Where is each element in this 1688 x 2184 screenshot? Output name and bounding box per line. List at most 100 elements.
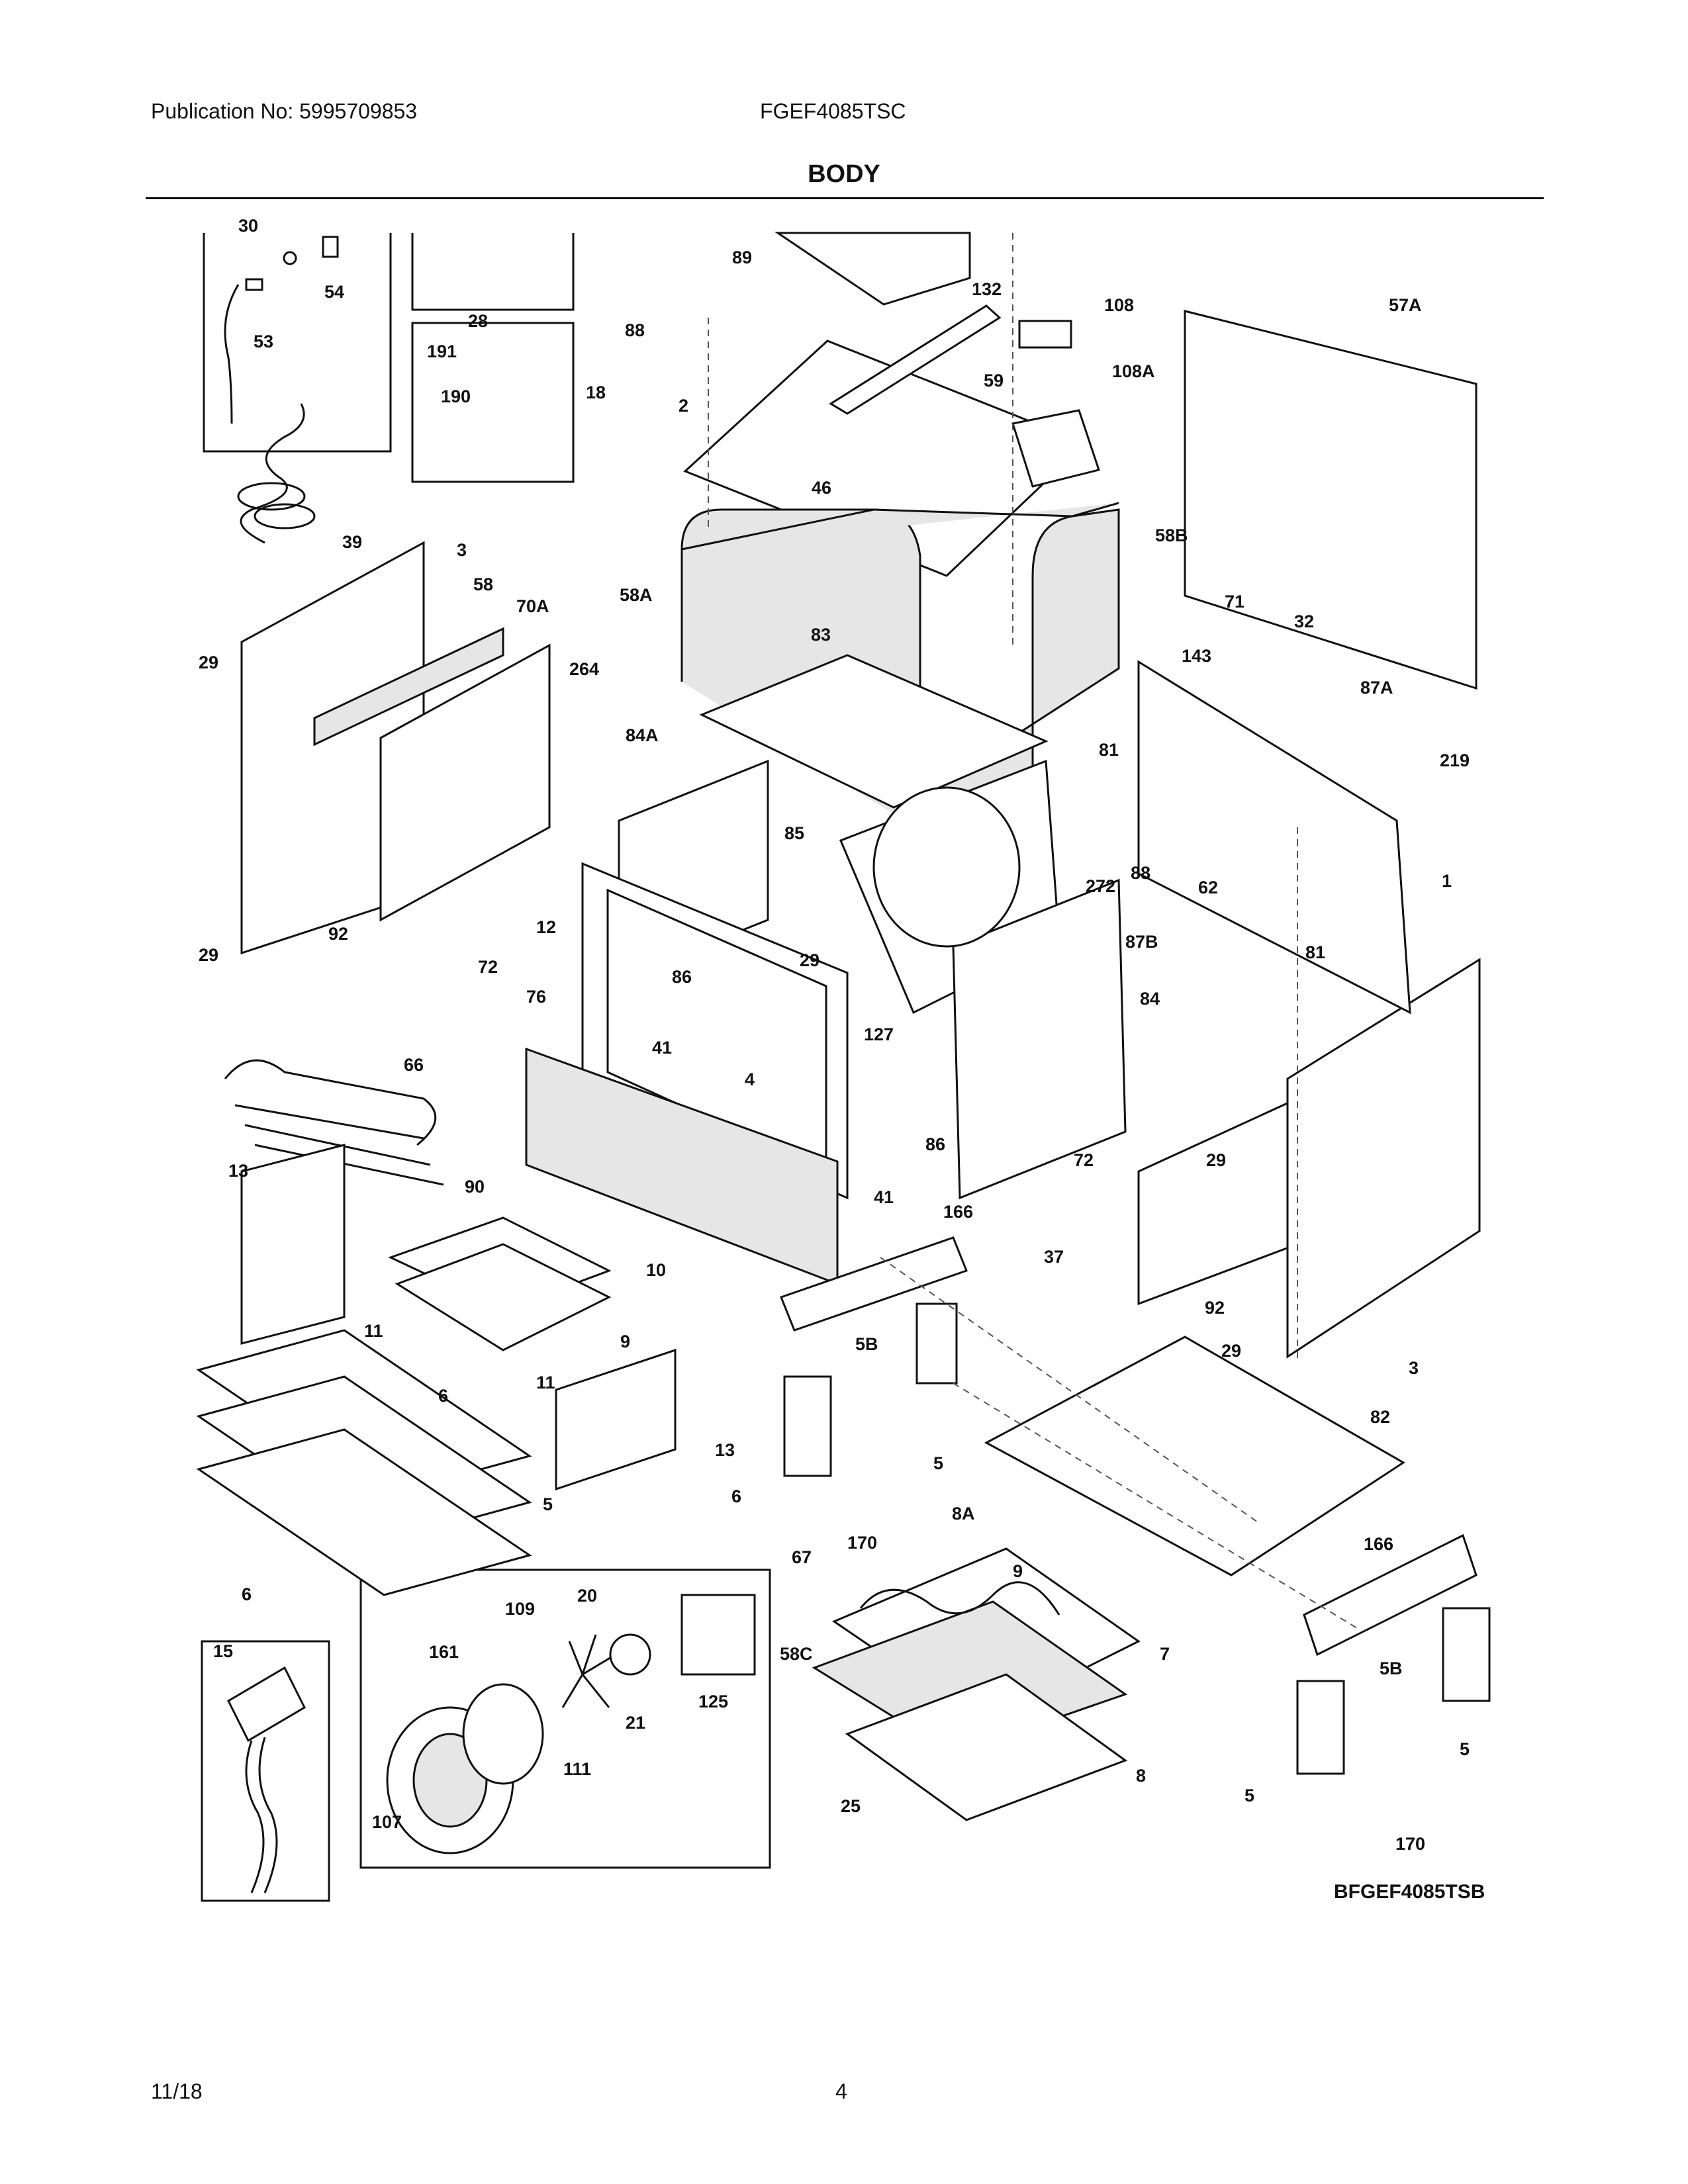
callout: 12: [536, 917, 556, 937]
callout: 11: [364, 1321, 383, 1341]
callout: 11: [536, 1373, 555, 1392]
callout: 108: [1104, 295, 1134, 315]
callout: 6: [731, 1486, 741, 1506]
callout: 46: [812, 478, 831, 498]
callout: 5B: [855, 1334, 878, 1354]
callout: 53: [254, 332, 273, 351]
callout: 87A: [1360, 678, 1393, 698]
callout: 29: [199, 945, 218, 965]
callout: 13: [228, 1161, 248, 1181]
callout: 5: [1244, 1786, 1254, 1805]
back-panel-part: [1137, 310, 1477, 1015]
callout: 10: [646, 1260, 666, 1280]
callout: 81: [1305, 942, 1325, 962]
callout: 66: [404, 1055, 424, 1075]
callout: 3: [1409, 1358, 1419, 1378]
callout: 88: [1131, 863, 1150, 883]
callout: 72: [478, 957, 498, 977]
callout: 5B: [1380, 1659, 1403, 1678]
callout: 92: [328, 924, 348, 944]
callout: 132: [972, 279, 1002, 299]
callout: 29: [1221, 1341, 1241, 1361]
callout: 219: [1440, 751, 1470, 770]
callout: 190: [441, 387, 471, 406]
callout: 15: [213, 1641, 233, 1661]
callout: 143: [1182, 646, 1211, 666]
callout: 127: [864, 1024, 894, 1044]
callout: 161: [429, 1642, 459, 1662]
broil-pan-part: [388, 1216, 612, 1351]
callout: 29: [1206, 1150, 1226, 1170]
callout: 84A: [626, 725, 659, 745]
callout: 88: [625, 320, 645, 340]
callout: 29: [800, 950, 820, 970]
callout-labels: 30 54 53 28 191 190 39 89 88 18 2 132 59…: [199, 216, 1470, 1854]
callout: 3: [457, 540, 467, 560]
callout: 58B: [1155, 525, 1188, 545]
callout: 9: [620, 1332, 630, 1351]
callout: 83: [811, 625, 831, 645]
callout: 7: [1160, 1644, 1170, 1664]
callout: 1: [1442, 871, 1452, 891]
callout: 25: [841, 1796, 861, 1816]
callout: 82: [1370, 1407, 1390, 1427]
power-cord-part: [224, 236, 339, 544]
callout: 108A: [1112, 361, 1155, 381]
diagram-reference: BFGEF4085TSB: [1334, 1881, 1485, 1903]
callout: 72: [1074, 1150, 1094, 1170]
page-number: 4: [835, 2079, 847, 2103]
callout: 8A: [952, 1504, 975, 1524]
publication-number: Publication No: 5995709853: [151, 99, 418, 123]
callout: 8: [1136, 1766, 1146, 1786]
callout: 39: [342, 532, 362, 552]
callout: 111: [563, 1759, 591, 1779]
callout: 32: [1294, 612, 1314, 631]
callout: 6: [242, 1584, 252, 1604]
callout: 272: [1086, 876, 1115, 896]
callout: 264: [569, 659, 599, 679]
callout: 5: [933, 1453, 943, 1473]
callout: 5: [543, 1494, 553, 1514]
callout: 166: [1364, 1534, 1393, 1554]
page-title: BODY: [808, 160, 880, 188]
side-panels-part: [240, 541, 1481, 1359]
callout: 170: [1395, 1834, 1425, 1854]
callout: 87B: [1125, 932, 1158, 952]
callout: 89: [732, 248, 752, 267]
model-number: FGEF4085TSC: [760, 99, 906, 123]
callout: 170: [847, 1533, 877, 1553]
callout: 59: [984, 371, 1004, 390]
callout: 57A: [1389, 295, 1422, 315]
callout: 85: [784, 823, 804, 843]
callout: 86: [925, 1134, 945, 1154]
thermal-switch-part: [227, 1666, 306, 1893]
callout: 29: [199, 653, 218, 672]
inset-boxes: [201, 233, 771, 1902]
callout: 84: [1140, 989, 1160, 1009]
callout: 4: [745, 1069, 755, 1089]
callout: 37: [1044, 1247, 1064, 1267]
callout: 107: [372, 1812, 402, 1832]
callout: 67: [792, 1547, 812, 1567]
callout: 76: [526, 987, 546, 1007]
callout: 18: [586, 383, 606, 402]
base-and-element-part: [780, 1236, 1491, 1821]
callout: 6: [438, 1386, 448, 1406]
callout: 92: [1205, 1298, 1225, 1318]
convection-fan-part: [386, 1594, 756, 1854]
callout: 21: [626, 1713, 645, 1733]
callout: 20: [577, 1586, 597, 1606]
callout: 2: [679, 396, 688, 416]
callout: 9: [1013, 1561, 1023, 1581]
rack-supports-part: [240, 1144, 677, 1491]
callout: 58A: [620, 585, 653, 605]
callout: 70A: [516, 596, 549, 616]
callout: 191: [427, 341, 457, 361]
callout: 90: [465, 1177, 485, 1197]
callout: 166: [943, 1202, 973, 1222]
callout: 62: [1198, 878, 1218, 897]
header-divider: [146, 197, 1544, 199]
callout: 5: [1460, 1739, 1470, 1759]
assembly-guides: [708, 233, 1358, 1629]
